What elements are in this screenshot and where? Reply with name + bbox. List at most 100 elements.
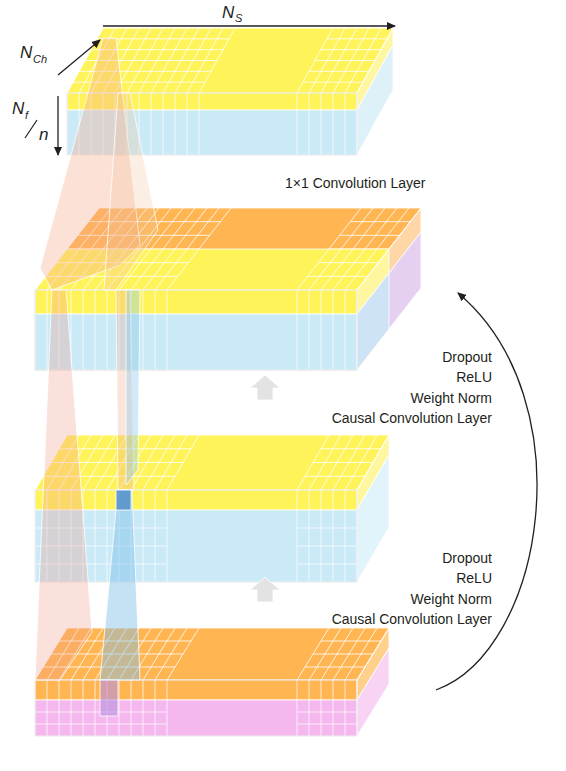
grid-line: [131, 680, 132, 736]
layer-label: Weight Norm: [411, 592, 492, 606]
slab-side-face: [357, 455, 389, 582]
grid-line: [333, 249, 365, 290]
grid-line: [333, 680, 334, 736]
grid-line: [155, 680, 156, 736]
grid-line: [297, 249, 329, 290]
grid-line: [333, 490, 334, 582]
dimension-symbol: f: [25, 110, 28, 121]
grid-line: [297, 546, 357, 547]
receptive-cone: [35, 290, 92, 680]
grid-line: [303, 82, 363, 83]
grid-line: [309, 249, 341, 290]
grid-line: [313, 654, 373, 655]
dimension-symbol: S: [235, 13, 242, 24]
grid-line: [155, 490, 156, 582]
grid-line: [175, 93, 176, 155]
grid-line: [83, 680, 84, 736]
slab-top-face: [35, 435, 389, 490]
grid-line: [308, 276, 368, 277]
grid-line: [333, 290, 334, 370]
slab-outline: [35, 290, 357, 370]
grid-line: [143, 249, 175, 290]
grid-line: [321, 448, 381, 449]
grid-line: [95, 290, 96, 370]
grid-line: [321, 290, 322, 370]
grid-line: [297, 290, 298, 370]
grid-line: [318, 262, 378, 263]
grid-line: [345, 490, 346, 582]
grid-line: [309, 71, 369, 72]
grid-line: [47, 680, 48, 736]
grid-line: [345, 249, 377, 290]
grid-line: [333, 290, 334, 370]
dimension-symbol: N: [222, 4, 234, 21]
grid-line: [167, 680, 168, 736]
flow-arrow: [250, 375, 280, 400]
highlight-cell: [116, 490, 131, 510]
grid-line: [321, 490, 322, 582]
dimension-arrow: [436, 293, 537, 690]
layer-label: ReLU: [456, 571, 492, 585]
grid-line: [95, 290, 96, 370]
grid-line: [97, 38, 229, 39]
grid-line: [297, 290, 298, 370]
grid-line: [119, 680, 120, 736]
dimension-arrow: [58, 40, 100, 75]
grid-line: [143, 490, 144, 582]
dimension-symbol: Ch: [33, 54, 47, 65]
grid-line: [321, 249, 353, 290]
grid-line: [83, 290, 84, 370]
slab-side-face: [357, 273, 389, 370]
grid-line: [321, 641, 381, 642]
grid-line: [297, 93, 298, 155]
grid-line: [151, 93, 152, 155]
grid-line: [143, 680, 144, 736]
grid-line: [167, 249, 199, 290]
grid-line: [143, 290, 144, 370]
grid-line: [345, 93, 346, 155]
grid-line: [95, 680, 96, 736]
grid-line: [350, 221, 410, 222]
grid-line: [35, 724, 167, 725]
grid-line: [309, 680, 310, 736]
grid-line: [309, 290, 310, 370]
layer-label: Dropout: [442, 551, 492, 565]
grid-line: [107, 490, 108, 582]
grid-line: [318, 262, 378, 263]
grid-line: [59, 680, 60, 736]
grid-line: [321, 290, 322, 370]
receptive-cone: [104, 93, 158, 290]
grid-line: [321, 680, 322, 736]
fraction-slash: [25, 120, 37, 138]
tensor-slab: [35, 435, 389, 582]
grid-line: [83, 290, 84, 370]
grid-line: [297, 712, 357, 713]
grid-line: [321, 49, 381, 50]
receptive-cone: [100, 490, 140, 680]
grid-line: [321, 93, 322, 155]
grid-line: [309, 93, 310, 155]
layer-label: Causal Convolution Layer: [332, 411, 492, 425]
dimension-symbol: n: [39, 126, 48, 143]
grid-line: [297, 490, 298, 582]
grid-line: [297, 680, 298, 736]
grid-line: [187, 93, 188, 155]
slab-outline: [35, 290, 357, 370]
grid-line: [297, 528, 357, 529]
slab-side-face: [357, 648, 389, 736]
receptive-cone: [126, 290, 140, 485]
dimension-arrow: [103, 25, 395, 26]
grid-line: [345, 290, 346, 370]
grid-line: [327, 38, 387, 39]
grid-line: [163, 93, 164, 155]
grid-line: [315, 60, 375, 61]
grid-line: [95, 490, 96, 582]
grid-line: [155, 290, 156, 370]
grid-line: [345, 680, 346, 736]
dimension-arrow: [57, 96, 58, 155]
receptive-field: [35, 38, 158, 716]
grid-line: [345, 290, 346, 370]
grid-line: [297, 724, 357, 725]
grid-line: [47, 290, 48, 370]
